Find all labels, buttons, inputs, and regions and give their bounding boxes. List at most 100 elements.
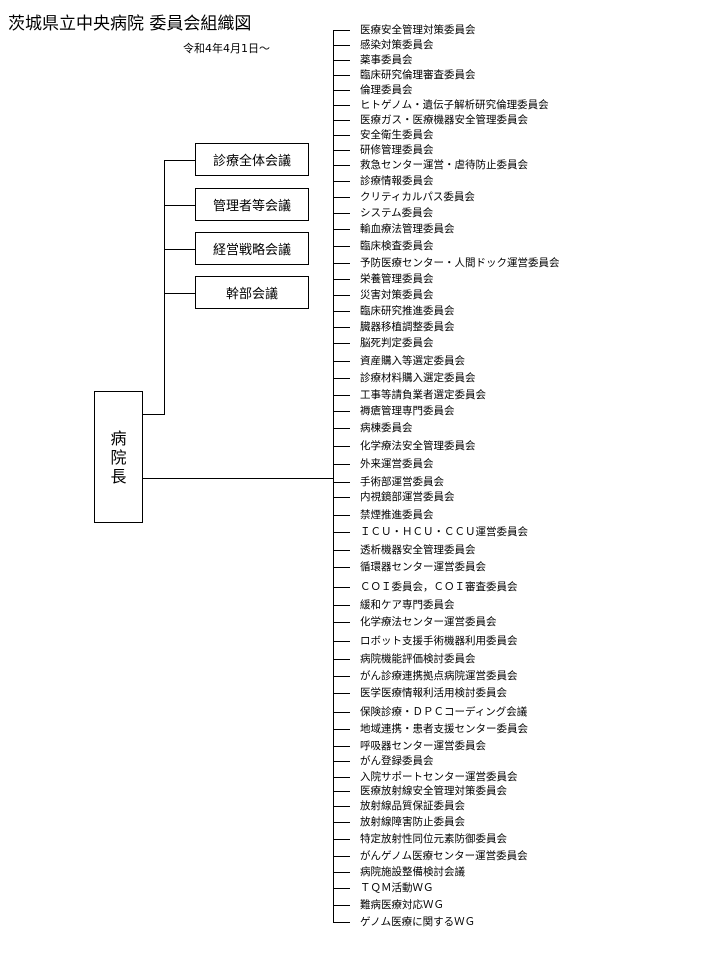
- committee-item: 資産購入等選定委員会: [360, 355, 465, 367]
- committee-connector: [333, 922, 350, 923]
- committee-item: 褥瘡管理専門委員会: [360, 405, 455, 417]
- committee-item: 臨床検査委員会: [360, 240, 434, 252]
- committee-connector: [333, 777, 350, 778]
- director-char-1: 病: [110, 428, 127, 448]
- committee-connector: [333, 712, 350, 713]
- committee-item: 診療材料購入選定委員会: [360, 372, 476, 384]
- committee-item: 臓器移植調整委員会: [360, 321, 455, 333]
- committee-item: 特定放射性同位元素防御委員会: [360, 833, 507, 845]
- committee-connector: [333, 605, 350, 606]
- committee-item: 保険診療・ＤＰＣコーディング会議: [360, 706, 528, 718]
- committee-connector: [333, 729, 350, 730]
- committee-connector: [333, 806, 350, 807]
- meeting-connector-3: [164, 249, 195, 250]
- committee-connector: [333, 395, 350, 396]
- committee-connector: [333, 761, 350, 762]
- committee-item: 栄養管理委員会: [360, 273, 434, 285]
- committee-connector: [333, 229, 350, 230]
- committee-connector: [333, 213, 350, 214]
- committee-item: 医療安全管理対策委員会: [360, 24, 476, 36]
- committee-item: 医療ガス・医療機器安全管理委員会: [360, 114, 528, 126]
- committee-connector: [333, 246, 350, 247]
- committee-connector: [333, 822, 350, 823]
- committee-connector: [333, 550, 350, 551]
- committee-item: 呼吸器センター運営委員会: [360, 740, 486, 752]
- committee-connector: [333, 622, 350, 623]
- committee-connector: [333, 872, 350, 873]
- committee-item: 倫理委員会: [360, 84, 413, 96]
- committee-item: 脳死判定委員会: [360, 337, 434, 349]
- committee-item: 予防医療センター・人間ドック運営委員会: [360, 257, 560, 269]
- meetings-bracket-vertical: [164, 160, 165, 414]
- committee-item: がん診療連携拠点病院運営委員会: [360, 670, 518, 682]
- committee-item: 禁煙推進委員会: [360, 509, 434, 521]
- committee-connector: [333, 888, 350, 889]
- committee-connector: [333, 181, 350, 182]
- committee-item: 臨床研究倫理審査委員会: [360, 69, 476, 81]
- committee-connector: [333, 905, 350, 906]
- committee-connector: [333, 165, 350, 166]
- committee-connector: [333, 45, 350, 46]
- committee-item: ヒトゲノム・遺伝子解析研究倫理委員会: [360, 99, 549, 111]
- committee-connector: [333, 856, 350, 857]
- committee-item: 安全衛生委員会: [360, 129, 434, 141]
- committee-connector: [333, 75, 350, 76]
- committee-connector: [333, 676, 350, 677]
- committee-connector: [333, 135, 350, 136]
- director-char-3: 長: [110, 466, 127, 486]
- committee-item: 放射線品質保証委員会: [360, 800, 465, 812]
- committee-connector: [333, 587, 350, 588]
- committee-item: ＴＱＭ活動ＷＧ: [360, 882, 434, 894]
- committee-connector: [333, 659, 350, 660]
- meeting-box-all-medical: 診療全体会議: [195, 143, 309, 176]
- committee-item: 医療放射線安全管理対策委員会: [360, 785, 507, 797]
- committee-connector: [333, 361, 350, 362]
- committee-item: 難病医療対応ＷＧ: [360, 899, 444, 911]
- committee-connector: [333, 90, 350, 91]
- committee-connector: [333, 641, 350, 642]
- committee-connector: [333, 378, 350, 379]
- committee-item: 感染対策委員会: [360, 39, 434, 51]
- committee-item: クリティカルパス委員会: [360, 191, 475, 203]
- committee-connector: [333, 532, 350, 533]
- committee-connector: [333, 279, 350, 280]
- committee-trunk-line: [333, 30, 334, 923]
- committee-item: ＣＯＩ委員会，ＣＯＩ審査委員会: [360, 581, 518, 593]
- meeting-box-managers: 管理者等会議: [195, 188, 309, 221]
- committee-connector: [333, 791, 350, 792]
- committee-connector: [333, 428, 350, 429]
- committee-item: 外来運営委員会: [360, 458, 434, 470]
- committee-item: 工事等請負業者選定委員会: [360, 389, 486, 401]
- committee-item: がんゲノム医療センター運営委員会: [360, 850, 528, 862]
- effective-date: 令和4年4月1日～: [183, 42, 270, 55]
- committee-connector: [333, 295, 350, 296]
- committee-item: 救急センター運営・虐待防止委員会: [360, 159, 528, 171]
- committee-connector: [333, 120, 350, 121]
- committee-item: 診療情報委員会: [360, 175, 434, 187]
- committee-connector: [333, 60, 350, 61]
- committee-item: 化学療法センター運営委員会: [360, 616, 497, 628]
- committee-item: 化学療法安全管理委員会: [360, 440, 476, 452]
- committee-item: 研修管理委員会: [360, 144, 434, 156]
- hospital-director-box: 病 院 長: [94, 391, 143, 523]
- committee-connector: [333, 327, 350, 328]
- committee-connector: [333, 693, 350, 694]
- committee-item: 緩和ケア専門委員会: [360, 599, 455, 611]
- committee-item: 手術部運営委員会: [360, 476, 444, 488]
- committee-connector: [333, 464, 350, 465]
- committee-connector: [333, 30, 350, 31]
- committee-item: 薬事委員会: [360, 54, 413, 66]
- page-title: 茨城県立中央病院 委員会組織図: [8, 14, 252, 34]
- committee-item: 医学医療情報利活用検討委員会: [360, 687, 507, 699]
- committee-item: 病棟委員会: [360, 422, 413, 434]
- committee-item: システム委員会: [360, 207, 434, 219]
- committee-item: 輸血療法管理委員会: [360, 223, 455, 235]
- meeting-connector-2: [164, 205, 195, 206]
- committee-connector: [333, 839, 350, 840]
- committee-item: 災害対策委員会: [360, 289, 434, 301]
- committee-item: 内視鏡部運営委員会: [360, 491, 455, 503]
- meeting-connector-4: [164, 293, 195, 294]
- committee-item: ＩＣＵ・ＨＣＵ・ＣＣＵ運営委員会: [360, 526, 528, 538]
- committee-item: ゲノム医療に関するＷＧ: [360, 916, 476, 928]
- director-to-meetings-connector: [143, 414, 165, 415]
